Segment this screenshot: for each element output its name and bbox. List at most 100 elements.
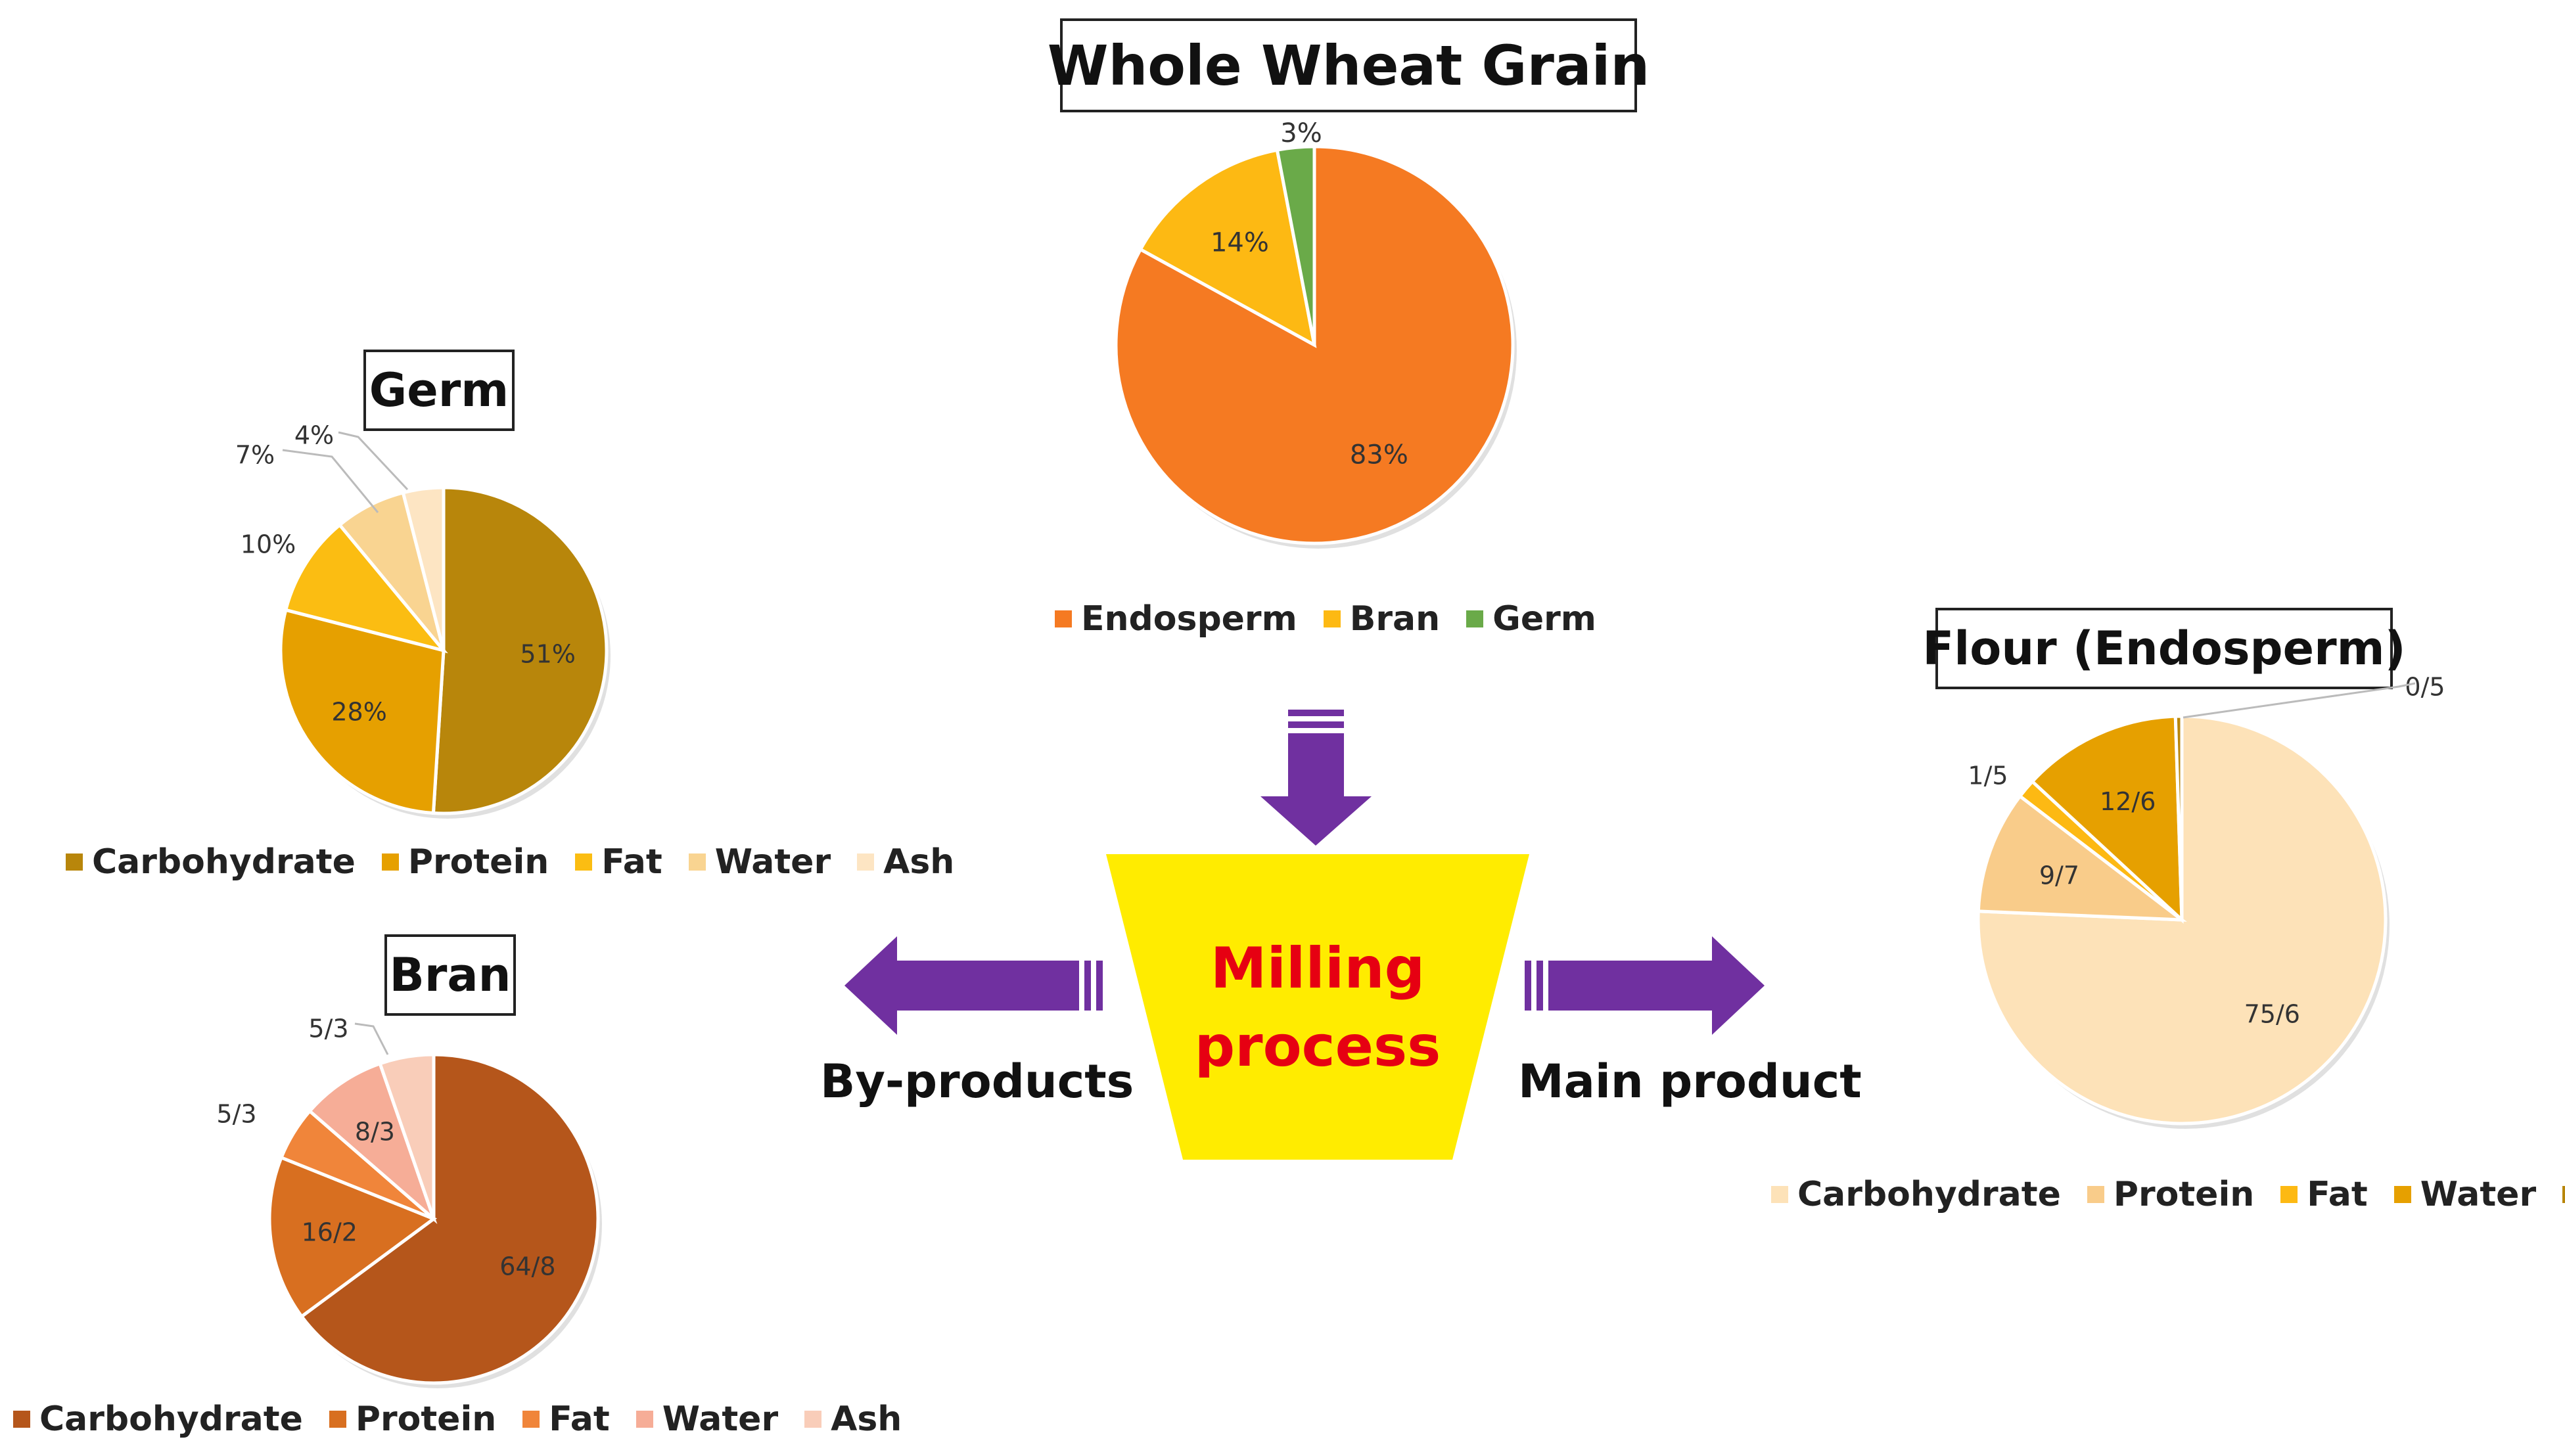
flour-title: Flour (Endosperm): [1922, 608, 2406, 689]
pie-value-label: 10%: [241, 530, 296, 558]
legend-swatch: [688, 853, 706, 871]
legend-item-endosperm: Endosperm: [1055, 599, 1297, 639]
legend-swatch: [2393, 1186, 2411, 1203]
pie-value-label: 51%: [520, 639, 575, 668]
legend-item-fat: Fat: [575, 842, 662, 882]
main-product-label: Main product: [1518, 1055, 1862, 1108]
legend-label: Carbohydrate: [39, 1399, 303, 1439]
legend-swatch: [2562, 1186, 2565, 1203]
pie-slice-bran: [1138, 148, 1317, 348]
legend-swatch: [1466, 610, 1484, 627]
pie-slice-water: [307, 1061, 438, 1225]
right-arrow: [1525, 936, 1765, 1035]
legend-item-carbohydrate: Carbohydrate: [66, 842, 356, 882]
legend-swatch: [1323, 610, 1341, 627]
legend-item-ash: Ash: [857, 842, 954, 882]
legend-item-protein: Protein: [329, 1399, 496, 1439]
pie-value-label: 8/3: [355, 1118, 395, 1147]
legend-swatch: [575, 853, 593, 871]
legend-label: Endosperm: [1081, 599, 1297, 639]
bran-legend: Carbohydrate Protein Fat Water Ash: [13, 1399, 928, 1439]
legend-label: Protein: [355, 1399, 497, 1439]
legend-label: Carbohydrate: [1797, 1175, 2061, 1214]
pie-value-label: 7%: [235, 440, 275, 469]
legend-item-carbohydrate: Carbohydrate: [13, 1399, 303, 1439]
legend-swatch: [329, 1411, 346, 1428]
legend-swatch: [857, 853, 875, 871]
legend-swatch: [2280, 1186, 2298, 1203]
pie-slice-water: [2029, 714, 2184, 924]
milling-hopper: [1106, 854, 1529, 1160]
pie-value-label: 5/3: [216, 1099, 256, 1128]
legend-item-water: Water: [688, 842, 831, 882]
pie-slice-protein: [267, 1155, 438, 1319]
legend-item-water: Water: [2393, 1175, 2536, 1214]
pie-slice-germ: [1275, 145, 1316, 346]
legend-swatch: [522, 1411, 540, 1428]
leader-line: [282, 449, 379, 513]
legend-item-fat: Fat: [2280, 1175, 2368, 1214]
pie-value-label: 14%: [1211, 228, 1269, 258]
legend-label: Water: [714, 842, 831, 882]
legend-item-ash: Ash: [804, 1399, 902, 1439]
legend-swatch: [1055, 610, 1072, 627]
legend-item-fat: Fat: [522, 1399, 610, 1439]
pie-slice-ash: [401, 486, 446, 651]
legend-item-ash: Ash: [2562, 1175, 2565, 1214]
pie-value-label: 12/6: [2100, 787, 2156, 816]
pie-slice-protein: [279, 608, 446, 815]
pie-value-label: 5/3: [308, 1014, 348, 1043]
legend-label: Bran: [1349, 599, 1441, 639]
whole-grain-title: Whole Wheat Grain: [1048, 18, 1650, 112]
leader-line: [354, 1022, 389, 1055]
legend-swatch: [66, 853, 83, 871]
pie-value-label: 16/2: [302, 1218, 358, 1247]
bran-pie: 64/8 16/2 5/3 8/3 5/3: [216, 1014, 602, 1388]
legend-swatch: [635, 1411, 653, 1428]
whole-grain-legend: Endosperm Bran Germ: [1055, 599, 1623, 639]
pie-slice-ash: [2173, 714, 2184, 921]
process-label-line1: Milling: [1211, 936, 1425, 1001]
legend-label: Fat: [549, 1399, 610, 1439]
pie-value-label: 83%: [1350, 440, 1408, 470]
bran-title: Bran: [384, 934, 516, 1016]
flour-pie: 75/69/71/512/60/5: [1968, 672, 2445, 1129]
process-label-line2: process: [1195, 1014, 1441, 1080]
pie-value-label: 28%: [331, 698, 386, 727]
germ-title: Germ: [363, 350, 515, 431]
germ-pie: 51% 28% 10% 7% 4%: [235, 421, 611, 819]
legend-item-carbohydrate: Carbohydrate: [1771, 1175, 2061, 1214]
pie-slice-fat: [283, 522, 448, 654]
whole-grain-pie: 83% 14% 3%: [1114, 118, 1517, 549]
germ-legend: Carbohydrate Protein Fat Water Ash: [66, 842, 981, 882]
leader-line: [338, 431, 409, 491]
flour-legend: Carbohydrate Protein Fat Water Ash: [1771, 1175, 2565, 1214]
legend-item-germ: Germ: [1466, 599, 1596, 639]
pie-value-label: 4%: [294, 421, 334, 449]
pie-slice-ash: [378, 1053, 436, 1219]
legend-item-bran: Bran: [1323, 599, 1441, 639]
legend-item-water: Water: [635, 1399, 779, 1439]
legend-swatch: [381, 853, 399, 871]
legend-label: Protein: [407, 842, 549, 882]
legend-label: Protein: [2113, 1175, 2255, 1214]
legend-swatch: [2087, 1186, 2104, 1203]
legend-item-protein: Protein: [381, 842, 549, 882]
legend-label: Carbohydrate: [92, 842, 356, 882]
legend-label: Ash: [883, 842, 955, 882]
legend-label: Germ: [1492, 599, 1596, 639]
by-products-label: By-products: [820, 1055, 1134, 1108]
pie-value-label: 9/7: [2039, 861, 2079, 890]
legend-label: Ash: [831, 1399, 902, 1439]
pie-slice-carbohydrate: [299, 1053, 600, 1385]
down-arrow: [1260, 710, 1372, 846]
legend-label: Fat: [601, 842, 662, 882]
legend-label: Water: [662, 1399, 779, 1439]
pie-slice-carbohydrate: [431, 486, 609, 815]
pie-value-label: 64/8: [499, 1252, 555, 1281]
legend-item-protein: Protein: [2087, 1175, 2254, 1214]
pie-value-label: 3%: [1280, 118, 1322, 148]
left-arrow: [844, 936, 1103, 1035]
legend-swatch: [804, 1411, 822, 1428]
